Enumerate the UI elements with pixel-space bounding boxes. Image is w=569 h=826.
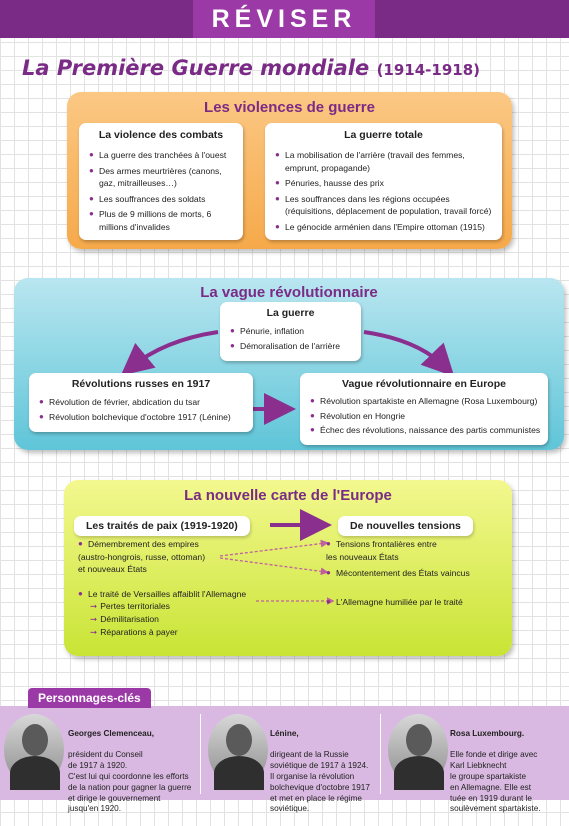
person-name: Lénine,	[270, 728, 299, 738]
tensions-line: Tensions frontalières entre	[326, 538, 470, 551]
list-item: Pénurie, inflation	[230, 325, 358, 338]
list-item: La guerre des tranchées à l'ouest	[89, 149, 239, 162]
versailles-line: Le traité de Versailles affaiblit l'Alle…	[78, 588, 246, 601]
list-item: Révolution spartakiste en Allemagne (Ros…	[310, 395, 546, 408]
traites-heading: Les traités de paix (1919-1920)	[74, 516, 250, 536]
clemenceau-portrait	[4, 714, 64, 790]
traites-line: et nouveaux États	[78, 564, 147, 575]
personnages-tab: Personnages-clés	[28, 688, 151, 708]
card-vague-europe-title: Vague révolutionnaire en Europe	[342, 378, 506, 390]
divider	[200, 714, 201, 794]
list-item: Plus de 9 millions de morts, 6 millions …	[89, 208, 239, 233]
person-description: Elle fonde et dirige avec Karl Liebknech…	[450, 750, 541, 814]
revolutions-russes-list: Révolution de février, abdication du tsa…	[39, 396, 251, 425]
section-violences-title: Les violences de guerre	[204, 99, 375, 116]
person-name: Rosa Luxembourg.	[450, 728, 525, 738]
person-rosa-luxembourg: Rosa Luxembourg. Elle fonde et dirige av…	[384, 706, 569, 813]
lenine-portrait	[208, 714, 268, 790]
personnages-bar	[0, 706, 569, 800]
rosa-luxembourg-portrait	[388, 714, 448, 790]
section-violences: Les violences de guerre La violence des …	[67, 92, 512, 249]
arrow-right-icon: ➞	[90, 613, 98, 624]
section-nouvelle-carte: La nouvelle carte de l'Europe Les traité…	[64, 480, 512, 656]
arrow-to-europe	[363, 330, 455, 377]
card-revolutions-russes: Révolutions russes en 1917 Révolution de…	[29, 373, 253, 432]
list-item: Pénuries, hausse des prix	[275, 177, 497, 190]
arrow-to-russes	[120, 330, 219, 376]
card-violence-combats-title: La violence des combats	[98, 129, 224, 141]
card-la-guerre-title: La guerre	[266, 307, 315, 319]
tensions-heading: De nouvelles tensions	[338, 516, 473, 536]
tensions-line: Mécontentement des États vaincus	[326, 567, 470, 580]
person-clemenceau: Georges Clemenceau, président du Conseil…	[0, 706, 196, 813]
tensions-line: L'Allemagne humiliée par le traité	[326, 596, 470, 609]
list-item: Révolution de février, abdication du tsa…	[39, 396, 251, 409]
tensions-line: les nouveaux États	[326, 551, 399, 562]
traites-block: Démembrement des empires (austro-hongroi…	[78, 538, 246, 638]
section-carte-title: La nouvelle carte de l'Europe	[184, 487, 392, 504]
list-item: Le génocide arménien dans l'Empire ottom…	[275, 221, 497, 234]
arrow-dashed	[219, 539, 329, 557]
violence-combats-list: La guerre des tranchées à l'ouest Des ar…	[89, 149, 239, 237]
page-title-text: La Première Guerre mondiale	[22, 56, 370, 80]
list-item: Les souffrances dans les régions occupée…	[275, 193, 497, 218]
versailles-sub-item: ➞Démilitarisation	[90, 613, 159, 624]
person-description: dirigeant de la Russie soviétique de 191…	[270, 750, 370, 814]
list-item: La mobilisation de l'arrière (travail de…	[275, 149, 497, 174]
section-vague-title: La vague révolutionnaire	[200, 284, 378, 301]
tensions-block: Tensions frontalières entre les nouveaux…	[326, 538, 470, 608]
list-item: Les souffrances des soldats	[89, 193, 239, 206]
list-item: Révolution en Hongrie	[310, 410, 546, 423]
person-name: Georges Clemenceau,	[68, 728, 155, 738]
list-item: Révolution bolchevique d'octobre 1917 (L…	[39, 411, 251, 424]
arrow-right-icon: ➞	[90, 601, 98, 612]
versailles-sub-item: ➞Réparations à payer	[90, 626, 178, 637]
card-vague-europe: Vague révolutionnaire en Europe Révoluti…	[300, 373, 548, 445]
traites-line: (austro-hongrois, russe, ottoman)	[78, 551, 206, 562]
vague-europe-list: Révolution spartakiste en Allemagne (Ros…	[310, 395, 546, 439]
card-revolutions-russes-title: Révolutions russes en 1917	[71, 378, 211, 390]
person-description: président du Conseil de 1917 à 1920. C'e…	[68, 750, 192, 814]
header-label: RÉVISER	[193, 0, 375, 38]
traites-line: Démembrement des empires	[78, 538, 246, 551]
page-title-dates: (1914-1918)	[376, 61, 480, 79]
card-violence-combats: La violence des combats La guerre des tr…	[79, 123, 243, 240]
section-vague-revolutionnaire: La vague révolutionnaire La guerre Pénur…	[14, 278, 564, 450]
person-lenine: Lénine, dirigeant de la Russie soviétiqu…	[204, 706, 376, 813]
list-item: Échec des révolutions, naissance des par…	[310, 424, 546, 437]
versailles-sub-item: ➞Pertes territoriales	[90, 601, 170, 612]
la-guerre-list: Pénurie, inflation Démoralisation de l'a…	[230, 325, 358, 354]
divider	[380, 714, 381, 794]
card-la-guerre: La guerre Pénurie, inflation Démoralisat…	[220, 302, 361, 361]
card-guerre-totale: La guerre totale La mobilisation de l'ar…	[265, 123, 502, 240]
list-item: Démoralisation de l'arrière	[230, 340, 358, 353]
list-item: Des armes meurtrières (canons, gaz, mitr…	[89, 165, 239, 190]
arrow-right-icon: ➞	[90, 626, 98, 637]
card-guerre-totale-title: La guerre totale	[344, 129, 423, 141]
carte-arrows	[219, 509, 335, 605]
arrow-dashed	[219, 557, 329, 576]
guerre-totale-list: La mobilisation de l'arrière (travail de…	[275, 149, 497, 237]
page-title: La Première Guerre mondiale (1914-1918)	[22, 56, 480, 80]
